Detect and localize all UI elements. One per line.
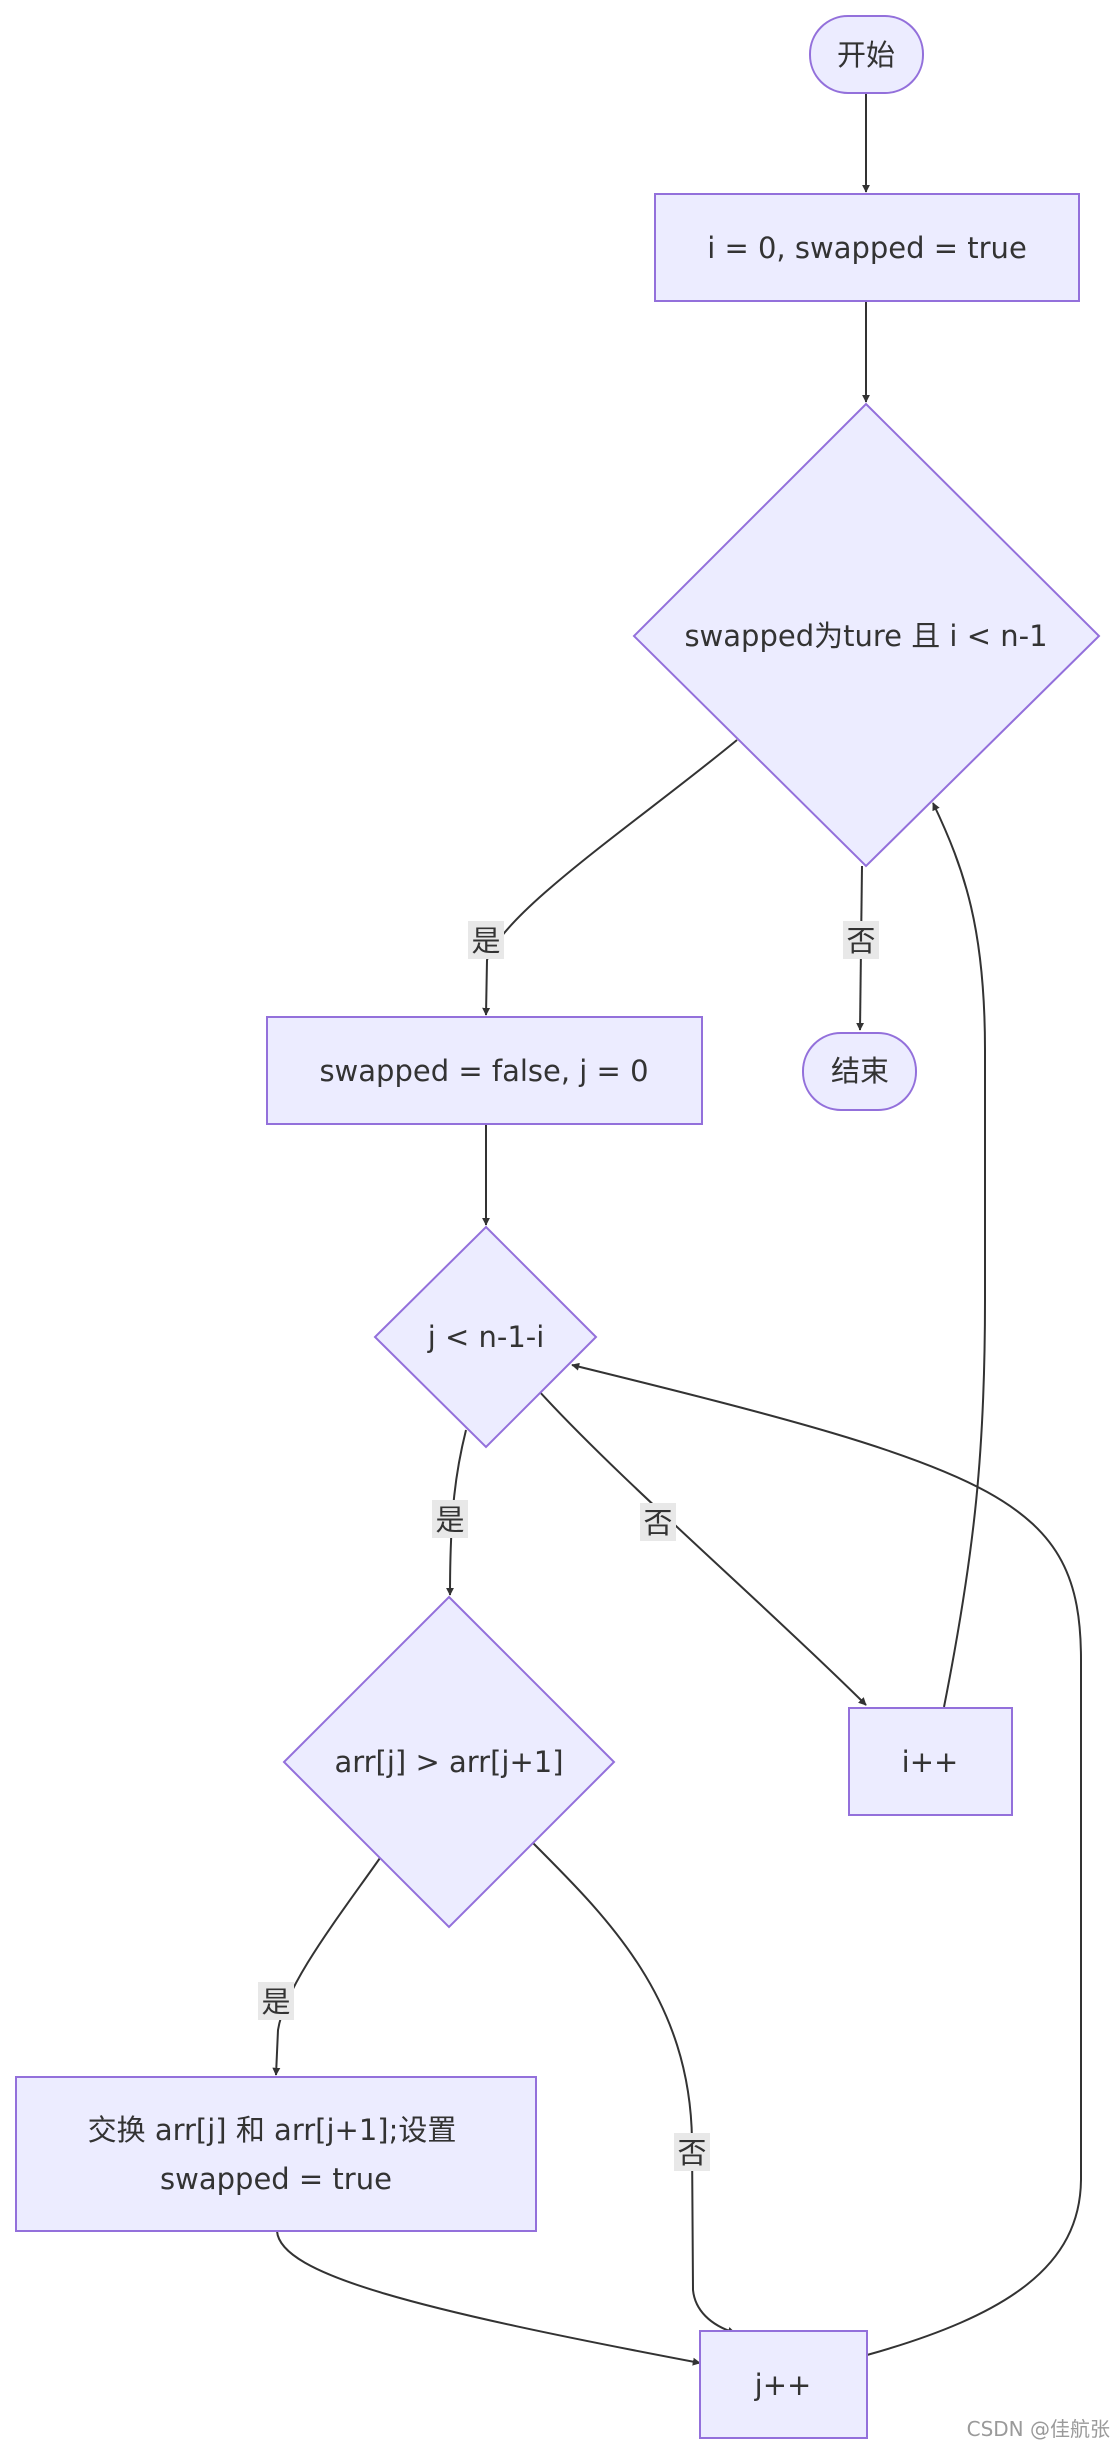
node-inc-j: j++ (699, 2330, 868, 2439)
outer-yes-label: 是 (471, 924, 500, 958)
node-inner-check: j < n-1-i (373, 1225, 598, 1449)
end-terminal (802, 1032, 917, 1111)
node-reset: swapped = false, j = 0 (266, 1016, 703, 1125)
edge-inner-no-to-inc-i (537, 1389, 867, 1706)
node-start: 开始 (809, 15, 924, 94)
compare-yes-label: 是 (261, 1985, 290, 2019)
edge-outer-yes-to-reset (482, 739, 738, 1016)
inner-no-label: 否 (643, 1506, 672, 1540)
inner-yes-label-bg (432, 1500, 468, 1538)
outer-yes-label-bg (468, 921, 504, 959)
swap-label-line2: swapped = true (160, 2162, 392, 2196)
init-process (654, 193, 1080, 302)
watermark: CSDN @佳航张 (967, 2417, 1110, 2441)
start-terminal (809, 15, 924, 94)
edge-inner-yes-to-compare (446, 1429, 467, 1596)
inner-check-label: j < n-1-i (427, 1320, 545, 1354)
outer-no-label-bg (843, 921, 879, 959)
inner-check-decision (373, 1225, 598, 1449)
compare-decision (282, 1595, 616, 1929)
start-label: 开始 (837, 38, 895, 72)
node-inc-i: i++ (848, 1707, 1013, 1816)
inc-i-label: i++ (902, 1745, 959, 1779)
swap-process (15, 2076, 537, 2232)
inner-yes-label: 是 (435, 1503, 464, 1537)
reset-label: swapped = false, j = 0 (319, 1054, 648, 1088)
outer-check-label: swapped为ture 且 i < n-1 (684, 619, 1047, 653)
compare-yes-label-bg (258, 1982, 294, 2020)
node-end: 结束 (802, 1032, 917, 1111)
node-outer-check: swapped为ture 且 i < n-1 (632, 402, 1101, 868)
compare-no-label-bg (674, 2133, 710, 2171)
edge-inc-j-to-inner-check (571, 1362, 1082, 2356)
node-swap: 交换 arr[j] 和 arr[j+1];设置 swapped = true (15, 2076, 537, 2232)
edges (272, 93, 1082, 2366)
edge-swap-to-inc-j (276, 2230, 701, 2366)
inner-no-label-bg (640, 1503, 676, 1541)
node-init: i = 0, swapped = true (654, 193, 1080, 302)
outer-no-label: 否 (846, 924, 875, 958)
inc-j-label: j++ (754, 2368, 812, 2402)
end-label: 结束 (831, 1054, 889, 1088)
swap-label-line1: 交换 arr[j] 和 arr[j+1];设置 (88, 2113, 457, 2147)
edge-compare-yes-to-swap (272, 1857, 381, 2076)
outer-check-decision (632, 402, 1101, 868)
compare-label: arr[j] > arr[j+1] (334, 1745, 563, 1779)
reset-process (266, 1016, 703, 1125)
edge-compare-no-to-inc-j (532, 1842, 736, 2335)
edge-labels: 是 否 是 否 是 否 (258, 921, 879, 2171)
edge-inc-i-to-outer-check (932, 802, 986, 1708)
init-label: i = 0, swapped = true (707, 231, 1027, 265)
node-compare: arr[j] > arr[j+1] (282, 1595, 616, 1929)
compare-no-label: 否 (677, 2136, 706, 2170)
inc-j-process (699, 2330, 868, 2439)
inc-i-process (848, 1707, 1013, 1816)
